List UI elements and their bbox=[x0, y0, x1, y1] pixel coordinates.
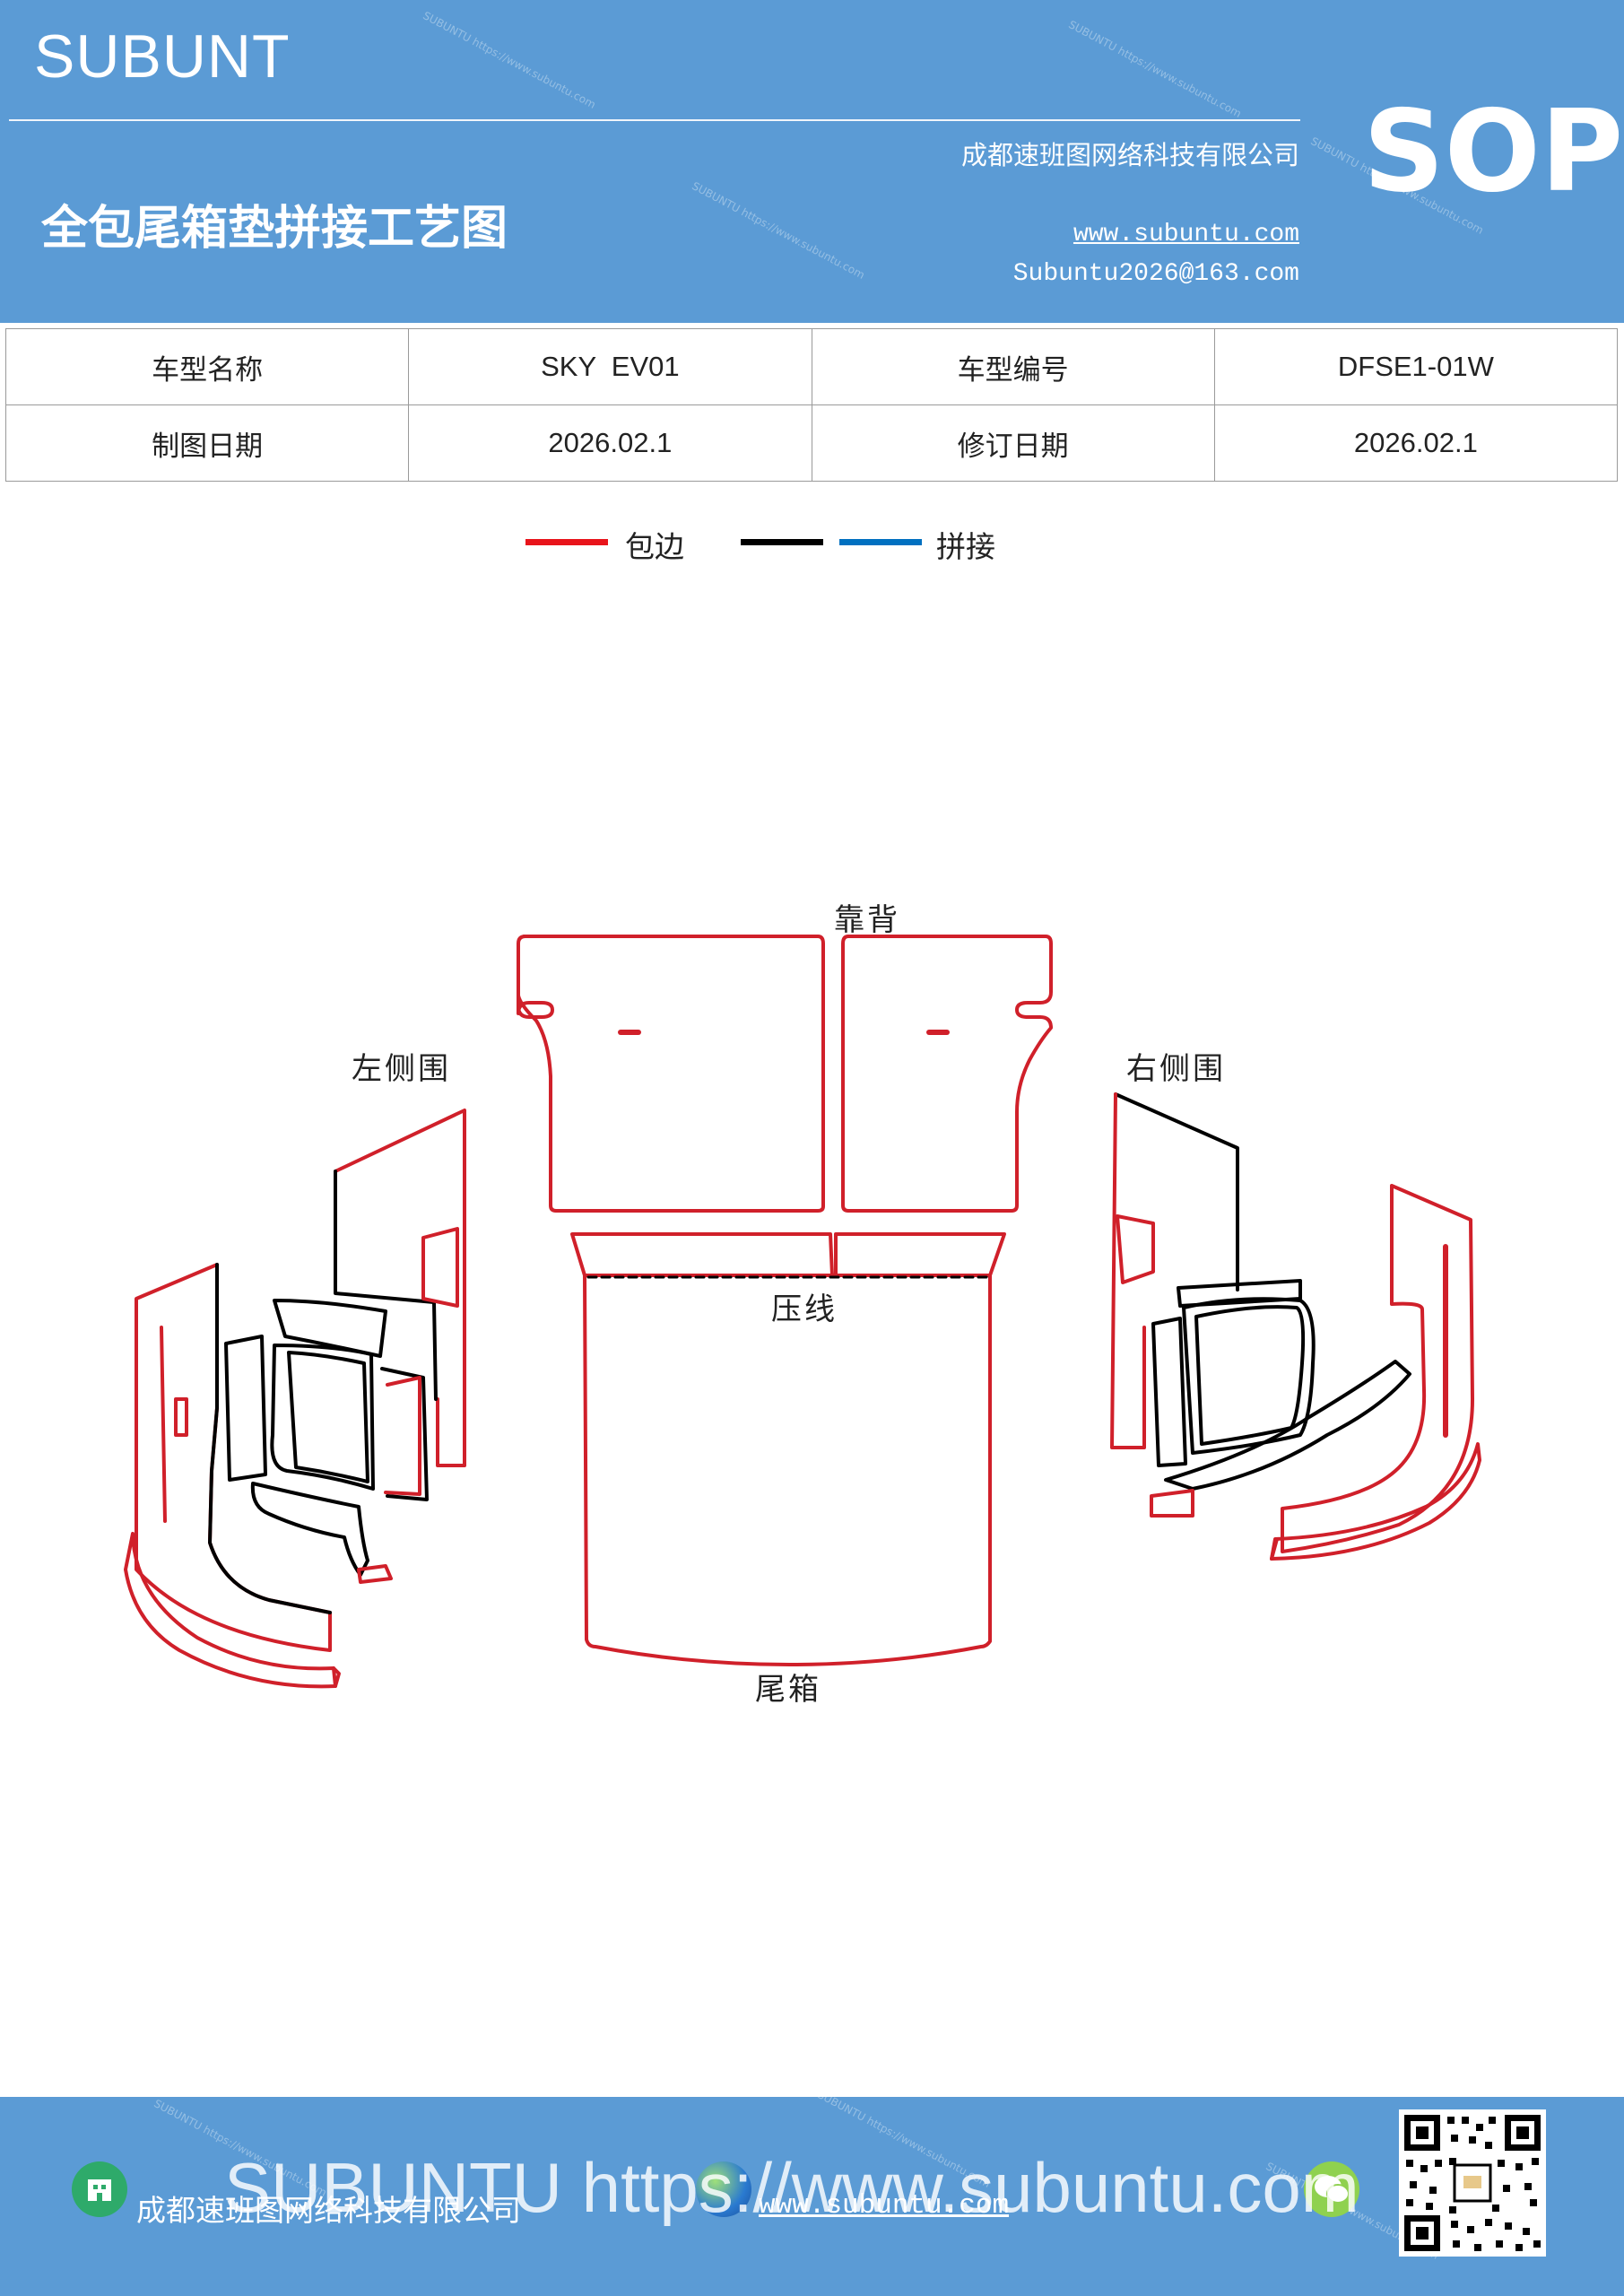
qr-code-icon[interactable] bbox=[1399, 2109, 1546, 2257]
watermark: SUBUNTU https://www.subuntu.com bbox=[1066, 18, 1244, 120]
table-row: 车型名称 SKY EV01 车型编号 DFSE1-01W bbox=[4, 328, 1619, 405]
legend-swatch-edge bbox=[525, 539, 608, 545]
mat-layout-diagram: 靠背 左侧围 右侧围 压线 尾箱 bbox=[0, 861, 1624, 1713]
right-mid-panel bbox=[1177, 1279, 1302, 1308]
left-slot bbox=[174, 1397, 188, 1437]
footer-overlay-text: SUBUNTU https://www.subuntu.com bbox=[224, 2148, 1359, 2227]
left-inner-red bbox=[384, 1376, 421, 1496]
watermark: SUBUNTU https://www.subuntu.com bbox=[690, 179, 867, 282]
legend: 包边 拼接 bbox=[0, 516, 1624, 578]
table-cell: 车型编号 bbox=[811, 328, 1215, 405]
left-outer-seam bbox=[208, 1263, 332, 1614]
header-divider bbox=[9, 119, 1300, 121]
right-arc-strip-cap bbox=[1270, 1537, 1279, 1561]
trunk-top-left-flap bbox=[570, 1232, 834, 1277]
website-link[interactable]: www.subuntu.com bbox=[1073, 221, 1299, 248]
page-title: 全包尾箱垫拼接工艺图 bbox=[41, 201, 508, 256]
label-press-line: 压线 bbox=[771, 1292, 838, 1327]
left-arc-strip bbox=[124, 1532, 337, 1689]
backrest-right-panel bbox=[841, 935, 1053, 1213]
diagram-svg bbox=[124, 935, 1481, 1689]
label-trunk: 尾箱 bbox=[755, 1672, 821, 1708]
legend-label-seam: 拼接 bbox=[936, 529, 995, 564]
table-cell: 制图日期 bbox=[4, 404, 410, 482]
right-seat-window bbox=[1194, 1305, 1306, 1446]
table-cell: 2026.02.1 bbox=[408, 404, 812, 482]
left-seat-frame bbox=[270, 1344, 375, 1491]
trunk-main-panel bbox=[583, 1274, 992, 1666]
left-side-strip bbox=[224, 1335, 267, 1482]
legend-swatch-seam bbox=[839, 539, 922, 545]
wechat-icon bbox=[1304, 2161, 1359, 2217]
watermark: SUBUNTU https://www.subuntu.com bbox=[421, 9, 598, 111]
left-inner-bracket bbox=[380, 1367, 429, 1501]
footer-website-link[interactable]: www.subuntu.com bbox=[759, 2190, 1010, 2222]
left-upper-seam bbox=[334, 1170, 438, 1401]
table-cell: 修订日期 bbox=[811, 404, 1215, 482]
right-seat-frame bbox=[1182, 1297, 1316, 1455]
company-name: 成都速班图网络科技有限公司 bbox=[960, 140, 1299, 170]
left-window-piece bbox=[421, 1227, 459, 1308]
label-left-side: 左侧围 bbox=[352, 1051, 451, 1087]
label-backrest: 靠背 bbox=[834, 902, 900, 938]
table-cell: 车型名称 bbox=[4, 328, 410, 405]
right-bottom-strip bbox=[1164, 1360, 1411, 1491]
left-strip bbox=[160, 1326, 167, 1523]
left-mid-panel bbox=[273, 1299, 387, 1358]
footer-banner: SUBUNTU https://www.subuntu.com SUBUNTU … bbox=[0, 2097, 1624, 2296]
table-cell: 2026.02.1 bbox=[1213, 404, 1619, 482]
left-foot bbox=[357, 1564, 393, 1584]
label-right-side: 右侧围 bbox=[1126, 1051, 1226, 1087]
vehicle-info-table: 车型名称 SKY EV01 车型编号 DFSE1-01W 制图日期 2026.0… bbox=[4, 328, 1619, 482]
legend-swatch-black bbox=[741, 539, 823, 545]
left-arc-strip-cap bbox=[332, 1666, 341, 1688]
building-icon bbox=[72, 2161, 127, 2217]
table-cell: SKY EV01 bbox=[408, 328, 812, 405]
footer-company: 成都速班图网络科技有限公司 bbox=[136, 2193, 521, 2228]
legend-label-edge: 包边 bbox=[625, 529, 684, 564]
header-banner: SUBUNTU https://www.subuntu.com SUBUNTU … bbox=[0, 0, 1624, 323]
globe-icon bbox=[696, 2161, 751, 2217]
left-seat-window bbox=[287, 1351, 369, 1483]
table-cell: DFSE1-01W bbox=[1213, 328, 1619, 405]
backrest-left-panel bbox=[517, 935, 825, 1213]
right-arc-strip bbox=[1270, 1442, 1481, 1561]
trunk-top-right-flap bbox=[834, 1232, 1006, 1277]
right-upper-panel bbox=[1114, 1092, 1239, 1292]
left-upper-panel bbox=[334, 1109, 466, 1467]
right-side-strip bbox=[1151, 1317, 1187, 1467]
table-row: 制图日期 2026.02.1 修订日期 2026.02.1 bbox=[4, 404, 1619, 482]
right-window-piece bbox=[1116, 1214, 1155, 1284]
right-foot bbox=[1150, 1489, 1194, 1518]
left-bottom-block bbox=[250, 1482, 369, 1577]
right-outer-panel bbox=[1281, 1184, 1474, 1553]
email-address[interactable]: Subuntu2026@163.com bbox=[1012, 260, 1299, 288]
right-upper-outline bbox=[1110, 1092, 1146, 1449]
brand-logo-text: SUBUNT bbox=[34, 22, 291, 91]
sop-badge: SOP bbox=[1363, 85, 1624, 217]
